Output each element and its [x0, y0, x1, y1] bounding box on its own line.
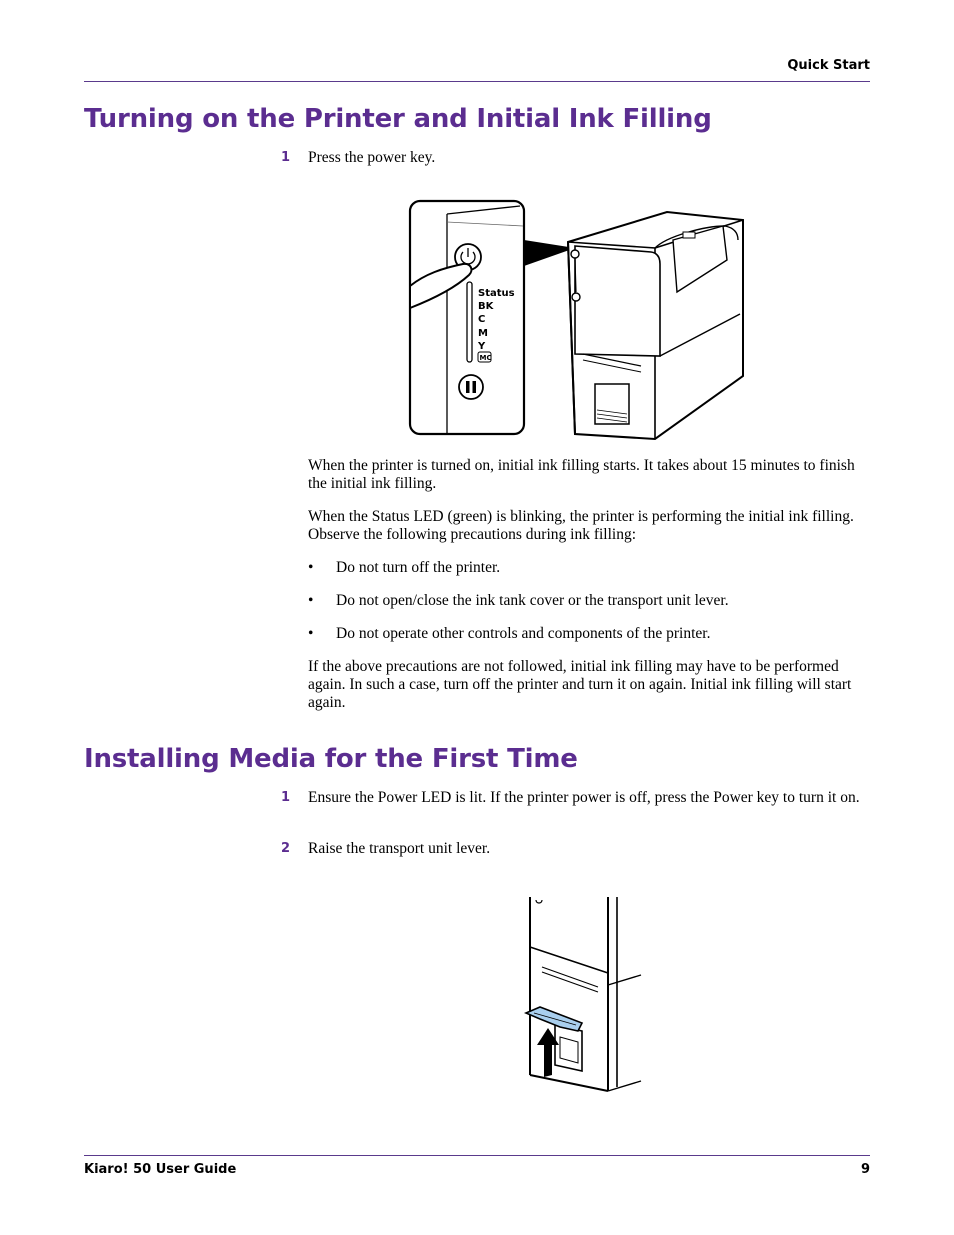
led-label-bk: BK: [478, 301, 495, 312]
led-label-status: Status: [478, 288, 515, 299]
printer-body: [566, 210, 744, 441]
paragraph-status-led: When the Status LED (green) is blinking,…: [308, 508, 854, 543]
page-number: 9: [860, 1162, 870, 1177]
step-number: 2: [281, 841, 291, 856]
footer-rule: [84, 1155, 870, 1156]
section-heading-turning-on: Turning on the Printer and Initial Ink F…: [84, 104, 712, 134]
section-heading-installing-media: Installing Media for the First Time: [84, 744, 578, 774]
step-text: Raise the transport unit lever.: [308, 840, 491, 857]
header-rule: [84, 81, 870, 82]
running-header-section: Quick Start: [787, 58, 870, 73]
bullet-dot: •: [308, 559, 314, 576]
paragraph-ink-filling-start: When the printer is turned on, initial i…: [308, 457, 855, 492]
list-item-text: Do not open/close the ink tank cover or …: [336, 592, 729, 609]
bullet-dot: •: [308, 592, 314, 609]
step-number: 1: [281, 150, 291, 165]
list-item-text: Do not turn off the printer.: [336, 559, 501, 576]
zoom-pointer: [524, 240, 575, 266]
transport-lever-illustration: [523, 897, 642, 1092]
bullet-dot: •: [308, 625, 314, 642]
led-label-y: Y: [477, 341, 486, 352]
paragraph-precautions-not-followed: If the above precautions are not followe…: [308, 658, 852, 711]
arrow-up-icon: [537, 1028, 559, 1077]
footer-title: Kiaro! 50 User Guide: [84, 1162, 237, 1177]
step-number: 1: [281, 790, 291, 805]
list-item-text: Do not operate other controls and compon…: [336, 625, 711, 642]
led-label-c: C: [478, 314, 485, 325]
step-text: Ensure the Power LED is lit. If the prin…: [308, 789, 860, 806]
finger-shape: [409, 262, 473, 310]
step-text: Press the power key.: [308, 149, 436, 166]
led-label-mc: MC: [480, 354, 492, 362]
control-panel-closeup: [408, 199, 526, 436]
led-label-m: M: [478, 328, 488, 339]
printer-power-key-illustration: Status BK C M Y MC: [408, 199, 744, 441]
